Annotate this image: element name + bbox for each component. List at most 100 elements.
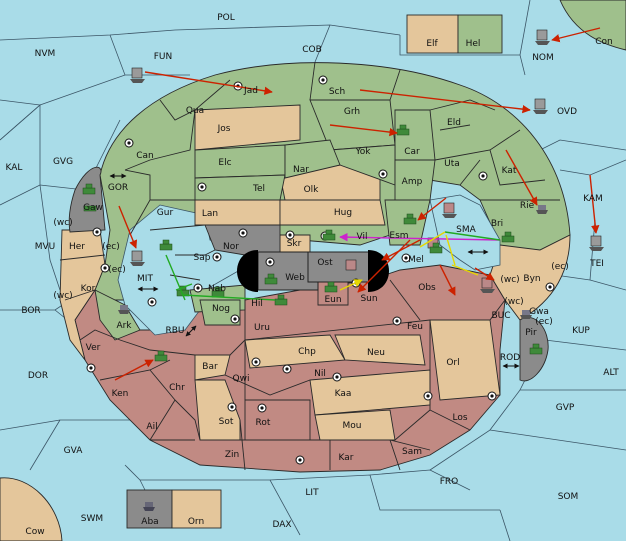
province-hug[interactable] <box>279 199 386 226</box>
order-arrow <box>114 359 154 381</box>
label-wc-byn: (wc) <box>500 275 519 285</box>
fleet-unit[interactable] <box>533 98 548 114</box>
label-nom: NOM <box>532 53 554 63</box>
order-arrow <box>474 267 495 281</box>
army-unit[interactable] <box>83 205 97 212</box>
label-eun: Eun <box>324 295 341 305</box>
order-arrow <box>165 254 186 301</box>
label-cow: Cow <box>25 527 44 537</box>
label-rie: Rie <box>520 201 535 211</box>
label-elc: Elc <box>218 158 231 168</box>
fleet-unit[interactable] <box>143 502 155 511</box>
province-nog[interactable] <box>199 299 241 326</box>
label-zin: Zin <box>225 450 239 460</box>
army-unit[interactable] <box>529 343 543 355</box>
army-unit[interactable] <box>322 229 336 241</box>
label-bor: BOR <box>21 306 40 316</box>
army-unit[interactable] <box>274 294 288 306</box>
province-tel[interactable] <box>194 174 286 201</box>
label-yok: Yok <box>354 147 371 157</box>
label-kaa: Kaa <box>335 389 352 399</box>
fleet-unit[interactable] <box>118 305 130 314</box>
fleet-unit[interactable] <box>480 277 495 293</box>
order-arrow <box>417 197 447 221</box>
fleet-unit[interactable] <box>345 259 357 271</box>
fleet-unit[interactable] <box>536 205 548 214</box>
province-neu[interactable] <box>334 334 426 366</box>
order-arrow <box>439 264 456 296</box>
army-unit[interactable] <box>324 281 338 293</box>
label-mit: MIT <box>137 274 153 284</box>
label-orn: Orn <box>188 517 204 527</box>
fleet-unit[interactable] <box>130 67 145 83</box>
province-sot[interactable] <box>194 379 241 441</box>
label-los: Los <box>452 413 467 423</box>
label-fun: FUN <box>154 52 173 62</box>
label-sap: Sap <box>194 253 211 263</box>
label-sch: Sch <box>329 87 345 97</box>
order-arrow <box>451 264 479 276</box>
army-unit[interactable] <box>403 213 417 225</box>
army-unit[interactable] <box>429 242 443 254</box>
label-esm: Esm <box>389 231 408 241</box>
label-bri: Bri <box>491 219 503 229</box>
army-unit[interactable] <box>264 273 278 285</box>
label-qua: Qua <box>186 106 204 116</box>
label-hil: Hil <box>251 299 263 309</box>
fleet-unit[interactable] <box>535 29 550 45</box>
label-uru: Uru <box>254 323 270 333</box>
label-gvg: GVG <box>53 157 73 167</box>
province-orl[interactable] <box>429 319 501 401</box>
label-alt: ALT <box>603 368 619 378</box>
order-arrow <box>419 231 446 248</box>
fleet-unit[interactable] <box>520 310 532 319</box>
province-nar[interactable] <box>284 139 341 179</box>
label-car: Car <box>404 147 420 157</box>
fleet-unit[interactable] <box>442 202 457 218</box>
label-sun: Sun <box>360 294 377 304</box>
order-arrow <box>589 174 600 234</box>
label-mvu: MVU <box>35 242 56 252</box>
label-chp: Chp <box>298 347 316 357</box>
label-qwi: Qwi <box>233 374 250 384</box>
label-chr: Chr <box>169 383 185 393</box>
army-unit[interactable] <box>501 231 515 243</box>
label-uta: Uta <box>444 159 460 169</box>
label-gvp: GVP <box>556 403 575 413</box>
label-tel: Tel <box>252 184 265 194</box>
order-arrow <box>359 89 531 114</box>
label-jos: Jos <box>217 124 231 134</box>
army-unit[interactable] <box>82 183 96 195</box>
region-west[interactable] <box>59 229 106 361</box>
north-provinces <box>68 99 549 382</box>
province-elc[interactable] <box>194 144 286 179</box>
label-nog: Nog <box>212 304 230 314</box>
label-ken: Ken <box>112 389 129 399</box>
province-ark[interactable] <box>94 289 141 341</box>
label-ec-her: (ec) <box>102 242 120 252</box>
fleet-unit[interactable] <box>130 250 145 266</box>
label-dor: DOR <box>28 371 48 381</box>
label-ec-mit: (ec) <box>108 265 126 275</box>
province-hel[interactable] <box>457 14 503 54</box>
label-mel: Mel <box>408 255 424 265</box>
label-con: Con <box>595 37 613 47</box>
label-mou: Mou <box>343 421 362 431</box>
fleet-unit[interactable] <box>589 235 604 251</box>
label-buc: BUC <box>491 311 510 321</box>
order-arrow <box>118 205 138 249</box>
province-gaw[interactable] <box>68 166 106 233</box>
label-her: Her <box>69 242 85 252</box>
label-nvm: NVM <box>35 49 56 59</box>
army-unit[interactable] <box>159 239 173 251</box>
province-orn[interactable] <box>171 489 222 529</box>
army-unit[interactable] <box>154 350 168 362</box>
label-hug: Hug <box>334 208 352 218</box>
label-nil: Nil <box>314 369 326 379</box>
label-ec-gwa: (ec) <box>535 317 553 327</box>
province-boundaries <box>59 61 560 471</box>
order-arrow <box>445 234 456 266</box>
province-jos[interactable] <box>194 104 301 151</box>
province-elf[interactable] <box>406 14 459 54</box>
